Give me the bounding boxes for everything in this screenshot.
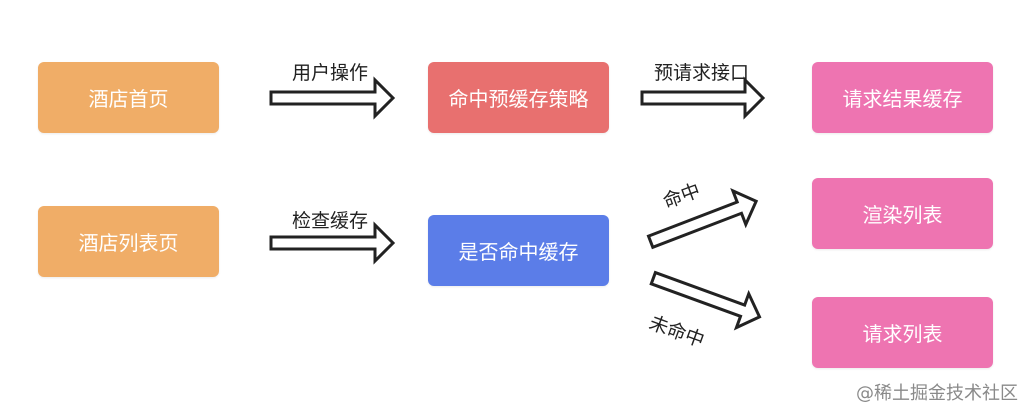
- edge-label-user-action: 用户操作: [292, 62, 369, 84]
- node-prefetch-strategy: 命中预缓存策略: [428, 62, 609, 133]
- node-hotel-home: 酒店首页: [38, 62, 219, 133]
- edge-label-prefetch-api: 预请求接口: [654, 62, 750, 84]
- node-request-list: 请求列表: [812, 297, 993, 368]
- arrow-prefetch-api: [640, 76, 766, 120]
- arrow-hit: [646, 188, 759, 250]
- node-render-list: 渲染列表: [812, 178, 993, 249]
- arrow-miss: [649, 270, 762, 331]
- node-cache-hit-check: 是否命中缓存: [428, 215, 609, 286]
- node-request-result-cache: 请求结果缓存: [812, 62, 993, 133]
- arrow-check-cache: [269, 221, 396, 265]
- arrow-user-action: [269, 76, 396, 120]
- node-hotel-list: 酒店列表页: [38, 206, 219, 277]
- watermark: @稀土掘金技术社区: [856, 383, 1018, 404]
- edge-label-check-cache: 检查缓存: [292, 210, 369, 232]
